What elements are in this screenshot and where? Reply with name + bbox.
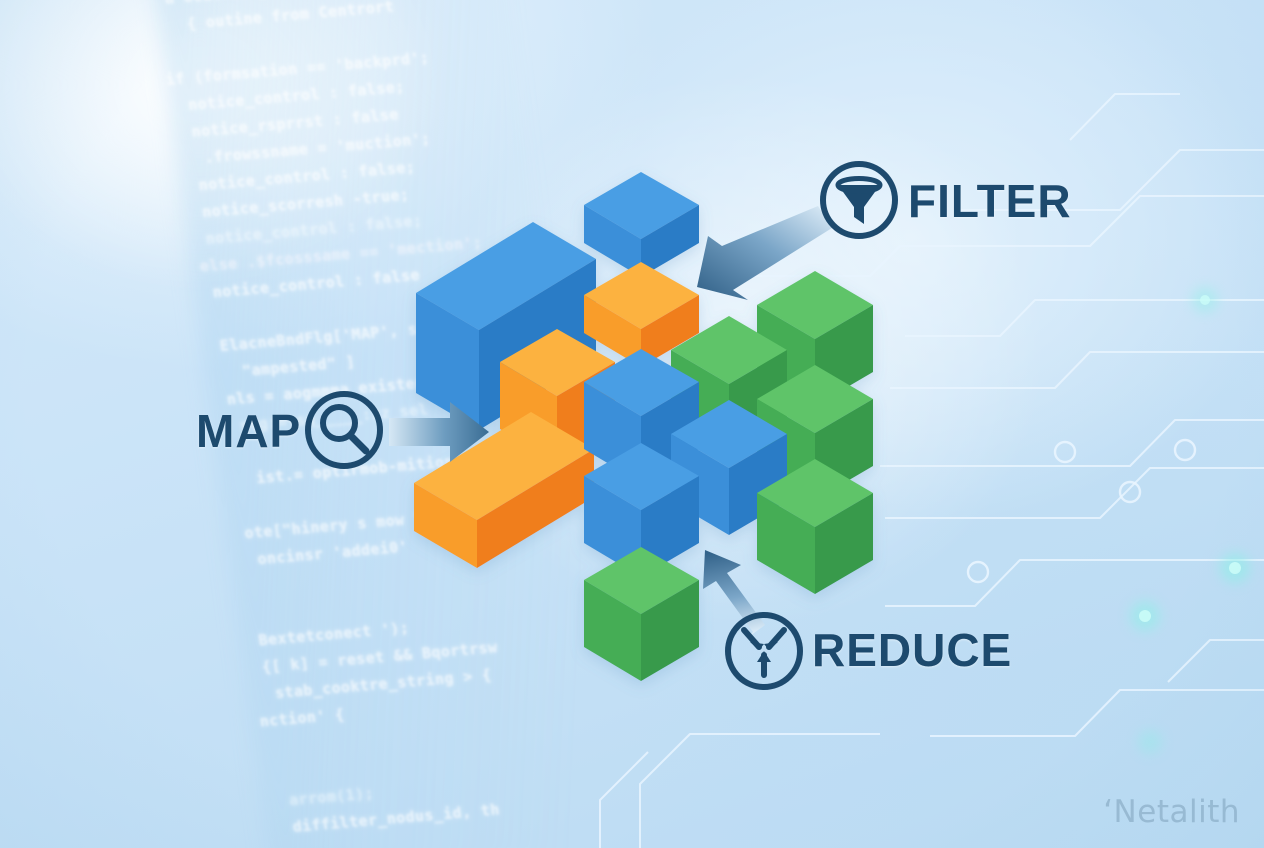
filter-arrow — [697, 206, 832, 300]
magnifier-icon — [305, 391, 383, 469]
green-cube-bottom — [584, 547, 699, 681]
filter-label: FILTER — [908, 175, 1072, 227]
green-cube-low — [757, 459, 873, 594]
map-arrow — [389, 402, 489, 462]
orange-cube-upper — [584, 262, 699, 367]
blue-cube-low — [584, 443, 699, 577]
blue-cube-mid-b — [671, 400, 787, 535]
funnel-icon — [820, 161, 898, 239]
converge-arrows-icon — [725, 612, 803, 690]
orange-bar — [414, 412, 594, 568]
blue-cube-top — [584, 172, 699, 277]
reduce-label: REDUCE — [812, 624, 1013, 676]
watermark: ‘Netalith — [1103, 794, 1240, 830]
reduce-arrow — [703, 550, 765, 638]
background-glow-top-left — [0, 0, 460, 300]
map-label: MAP — [196, 405, 302, 457]
